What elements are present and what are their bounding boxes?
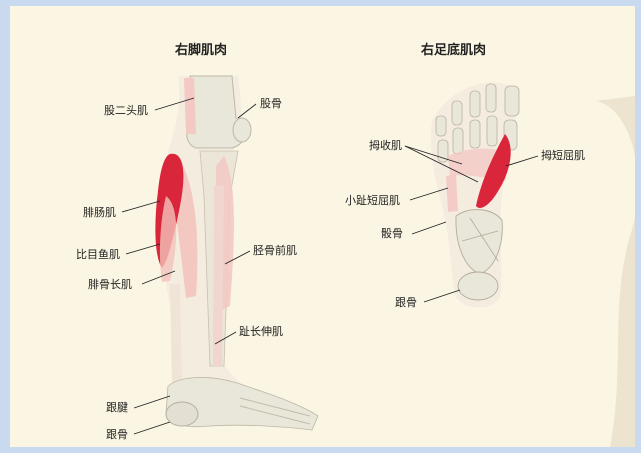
calcaneus-bone <box>166 402 198 426</box>
leg-figure-title: 右脚肌肉 <box>175 39 227 58</box>
foot-figure-title: 右足底肌肉 <box>421 39 486 58</box>
calcaneus-bone-foot <box>458 272 498 300</box>
label-flexor-digiti-minimi: 小趾短屈肌 <box>345 194 400 207</box>
label-calcaneus-foot: 跟骨 <box>395 296 417 309</box>
label-biceps-femoris: 股二头肌 <box>104 104 148 117</box>
label-flexor-hallucis-brevis: 拇短屈肌 <box>541 149 585 162</box>
biceps-femoris-muscle <box>184 78 196 134</box>
label-achilles-tendon: 跟腱 <box>106 401 128 414</box>
achilles-tendon <box>170 284 182 386</box>
foot-illustration <box>431 82 519 307</box>
label-adductor-hallucis: 拇收肌 <box>369 139 402 152</box>
watermark-shape <box>595 96 635 447</box>
flexor-digiti-minimi-muscle <box>446 174 458 212</box>
label-peroneus-longus: 腓骨长肌 <box>88 278 132 291</box>
label-calcaneus: 跟骨 <box>106 428 128 441</box>
illustration-panel: 右脚肌肉 右足底肌肉 股二头肌 股骨 腓肠肌 比目鱼肌 腓骨长肌 胫骨前肌 趾长… <box>10 6 635 447</box>
label-femur: 股骨 <box>260 97 282 110</box>
label-cuboid: 骰骨 <box>381 227 403 240</box>
label-soleus: 比目鱼肌 <box>76 248 120 261</box>
label-gastrocnemius: 腓肠肌 <box>83 206 116 219</box>
anatomy-illustration <box>10 6 635 447</box>
label-extensor-digitorum-longus: 趾长伸肌 <box>239 325 283 338</box>
label-tibialis-anterior: 胫骨前肌 <box>253 244 297 257</box>
